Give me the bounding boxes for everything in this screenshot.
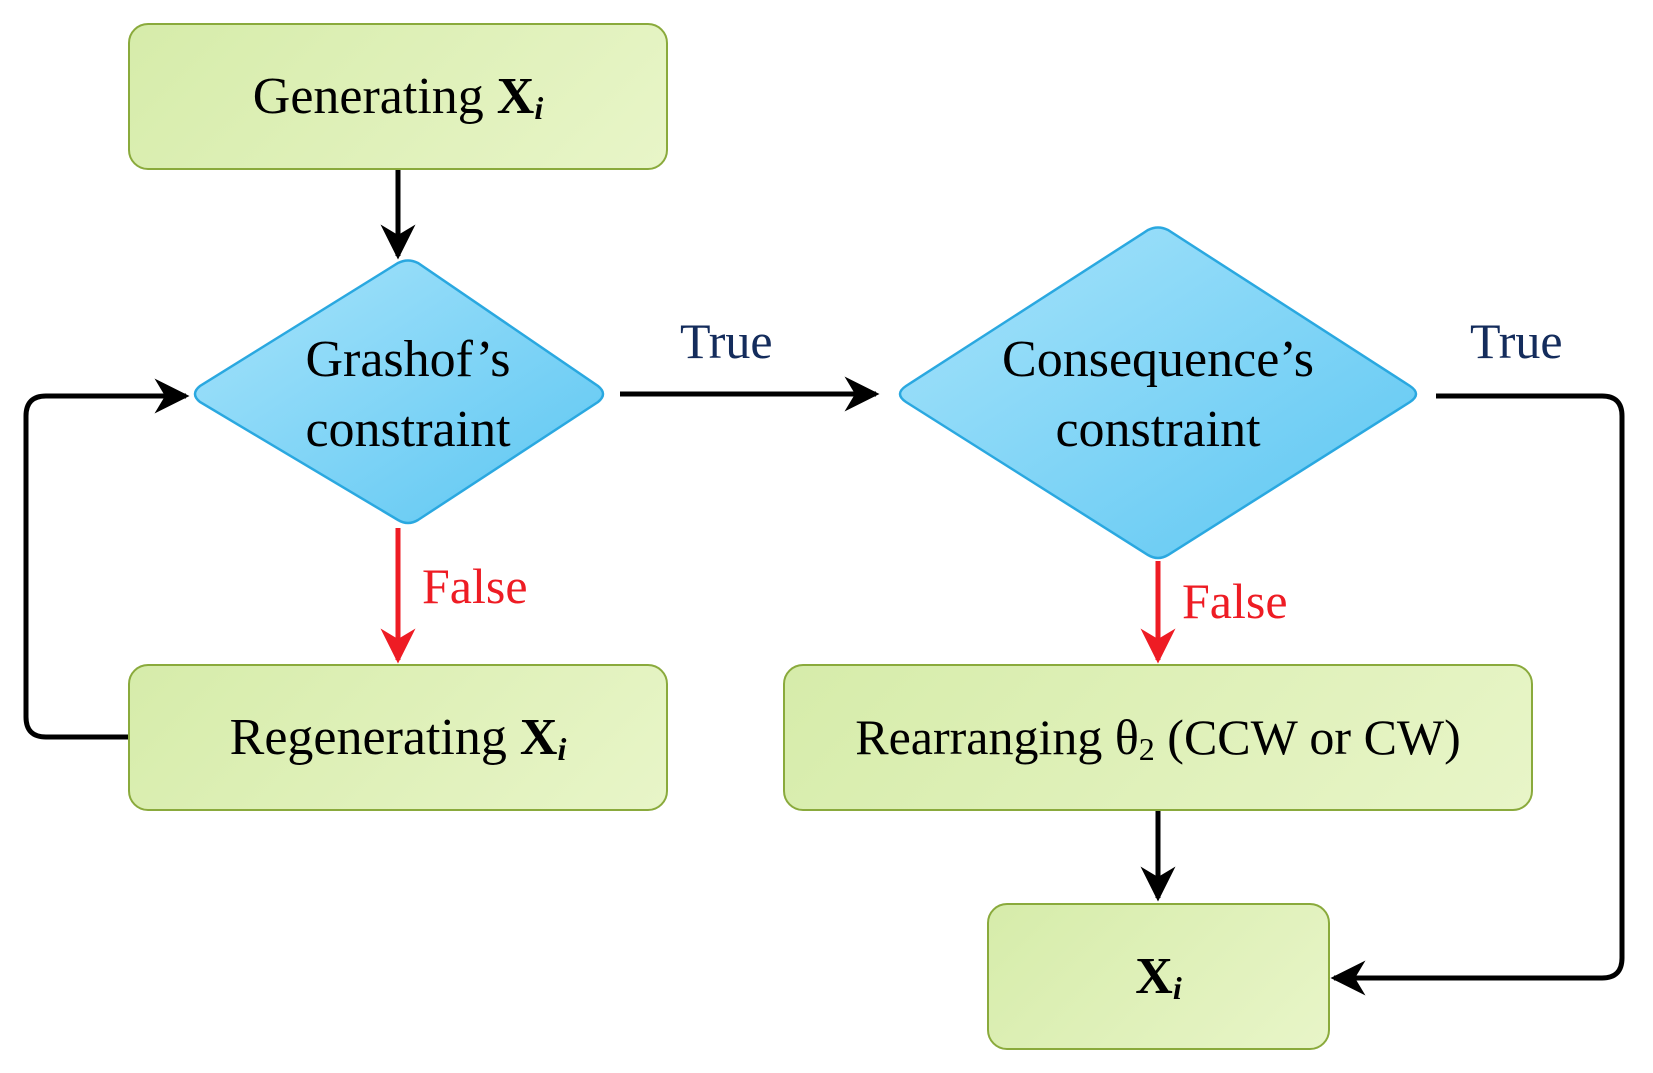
- output-label: Xi: [1135, 947, 1182, 1006]
- regenerating-box: Regenerating Xi: [128, 664, 668, 811]
- consequence-false-label: False: [1182, 573, 1288, 629]
- consequence-line2: constraint: [1055, 401, 1261, 458]
- grashof-true-label: True: [680, 313, 773, 369]
- rearranging-label: Rearranging θ2 (CCW or CW): [855, 708, 1461, 767]
- output-box: Xi: [987, 903, 1330, 1050]
- grashof-diamond: [193, 259, 605, 525]
- generating-label: Generating Xi: [252, 67, 544, 126]
- consequence-label: Consequence’s constraint: [958, 325, 1358, 465]
- consequence-line1: Consequence’s: [1002, 331, 1314, 388]
- arrow-regenerating-loop: [23, 378, 190, 740]
- arrow-consequence-true: [1330, 393, 1625, 996]
- grashof-label: Grashof’s constraint: [248, 325, 568, 465]
- rearranging-box: Rearranging θ2 (CCW or CW): [783, 664, 1533, 811]
- consequence-true-label: True: [1470, 313, 1563, 369]
- generating-box: Generating Xi: [128, 23, 668, 170]
- grashof-line1: Grashof’s: [305, 331, 511, 388]
- regenerating-label: Regenerating Xi: [229, 708, 567, 767]
- grashof-line2: constraint: [305, 401, 511, 458]
- consequence-diamond: [898, 226, 1418, 560]
- grashof-false-label: False: [422, 558, 528, 614]
